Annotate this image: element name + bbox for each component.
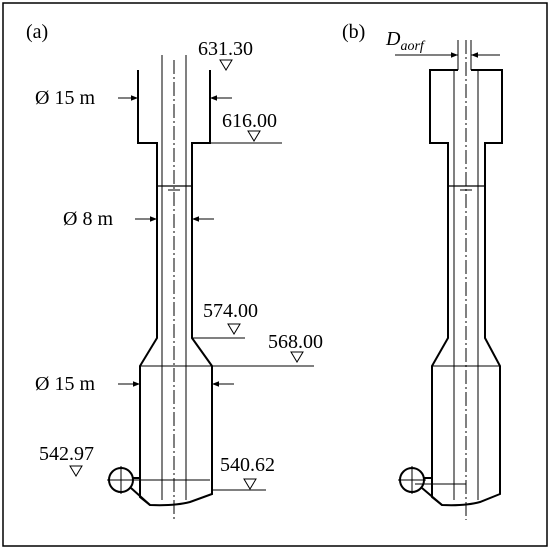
elevation-bottom-value: 540.62: [220, 454, 275, 476]
elevation-mid-lower-marker: [290, 351, 304, 363]
elevation-outlet-value: 542.97: [39, 443, 94, 465]
elevation-upper-step-marker: [247, 130, 261, 142]
elevation-mid-upper-value: 574.00: [203, 300, 258, 322]
tank-a-outlet-connection: [130, 477, 151, 506]
panel-b: (b) Daorf: [342, 21, 503, 520]
diameter-middle-label: Ø 8 m: [63, 208, 113, 230]
elevation-top-marker: [219, 59, 233, 71]
tank-b-outlet-connection: [421, 477, 443, 506]
panel-b-label: (b): [342, 21, 365, 43]
tank-a-outline: [137, 70, 213, 507]
panel-a-label: (a): [26, 21, 48, 43]
elevation-mid-lower-value: 568.00: [268, 331, 323, 353]
diameter-bottom-label: Ø 15 m: [35, 373, 95, 395]
elevation-upper-step-value: 616.00: [222, 110, 277, 132]
orifice-label: Daorf: [385, 28, 426, 54]
elevation-outlet-marker: [69, 465, 83, 477]
elevation-bottom-marker: [243, 478, 257, 490]
panel-a: (a) Ø 15 m Ø 8 m Ø 15 m 631.30: [26, 21, 323, 520]
elevation-mid-upper-marker: [227, 323, 241, 335]
elevation-top-value: 631.30: [198, 38, 253, 60]
diameter-top-label: Ø 15 m: [35, 87, 95, 109]
tank-b-outline: [429, 69, 503, 507]
